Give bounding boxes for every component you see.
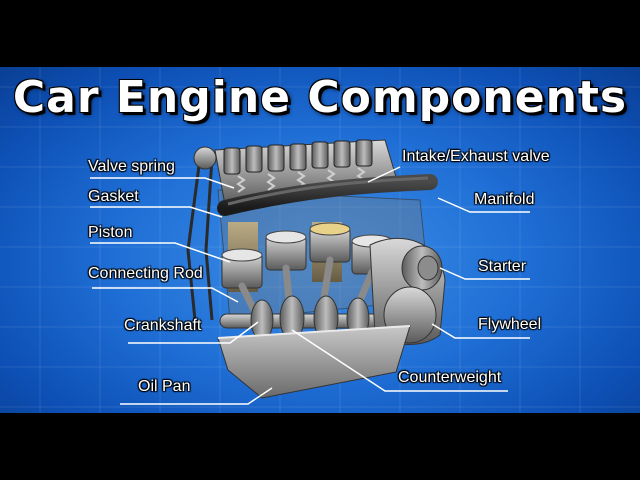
cam-sprocket: [193, 146, 217, 170]
manifold-pipe: [227, 176, 429, 206]
label-piston: Piston: [88, 224, 133, 241]
label-intake-exhaust-valve: Intake/Exhaust valve: [402, 148, 550, 165]
label-connecting-rod: Connecting Rod: [88, 265, 203, 282]
starter-motor-end: [417, 255, 439, 281]
label-gasket: Gasket: [88, 188, 139, 205]
label-counterweight: Counterweight: [398, 369, 502, 386]
crankshaft-assembly: [219, 295, 401, 341]
label-manifold: Manifold: [474, 191, 535, 208]
manifold-pipe: [217, 174, 438, 216]
label-valve-spring: Valve spring: [88, 158, 175, 175]
label-flywheel: Flywheel: [478, 316, 542, 333]
letterbox-top: [0, 0, 640, 67]
label-oil-pan: Oil Pan: [138, 378, 191, 395]
label-crankshaft: Crankshaft: [124, 317, 202, 334]
camshaft-row: [223, 139, 373, 175]
page-title: Car Engine Components: [12, 72, 628, 123]
timing-chain: [186, 157, 214, 331]
label-starter: Starter: [478, 258, 527, 275]
letterbox-bottom: [0, 413, 640, 480]
leader-lines: [90, 166, 530, 405]
oil-pan-rim: [217, 325, 411, 339]
